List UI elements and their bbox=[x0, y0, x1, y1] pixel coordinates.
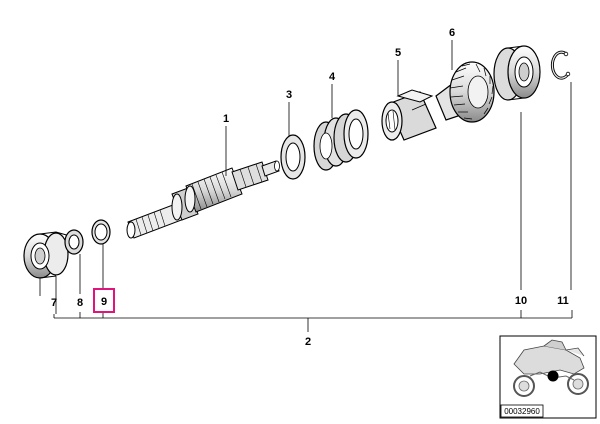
circlip-11[interactable] bbox=[550, 50, 571, 80]
callout-9-highlight-box bbox=[93, 288, 115, 313]
leader-lines bbox=[39, 40, 573, 332]
callout-5[interactable]: 5 bbox=[395, 47, 401, 59]
washer-8[interactable] bbox=[64, 229, 84, 255]
location-marker-icon bbox=[547, 370, 559, 382]
front-wheel-icon bbox=[513, 375, 535, 397]
callout-9[interactable]: 9 bbox=[101, 296, 107, 308]
bevel-pinion-gear-6[interactable] bbox=[435, 61, 495, 123]
ball-bearing-left[interactable] bbox=[23, 231, 71, 279]
output-shaft[interactable] bbox=[126, 160, 280, 239]
callout-4[interactable]: 4 bbox=[329, 71, 336, 83]
callout-11[interactable]: 11 bbox=[557, 295, 569, 307]
motorcycle-icon bbox=[513, 339, 585, 375]
callout-8[interactable]: 8 bbox=[77, 297, 83, 309]
callout-10[interactable]: 10 bbox=[515, 295, 527, 307]
callout-1[interactable]: 1 bbox=[223, 113, 229, 125]
thrust-washer-3[interactable] bbox=[280, 134, 306, 180]
callout-2[interactable]: 2 bbox=[305, 336, 311, 348]
shim-ring-9[interactable] bbox=[91, 219, 111, 245]
callout-6[interactable]: 6 bbox=[449, 27, 455, 39]
drive-flange-5[interactable] bbox=[381, 89, 437, 141]
cup-spring-pack-4[interactable] bbox=[313, 109, 369, 171]
motorcycle-location-thumbnail[interactable]: 00032960 bbox=[499, 335, 597, 419]
callout-3[interactable]: 3 bbox=[286, 89, 292, 101]
image-code-label: 00032960 bbox=[504, 407, 540, 416]
callout-7[interactable]: 7 bbox=[51, 297, 57, 309]
rear-wheel-icon bbox=[567, 373, 589, 395]
ball-bearing-right[interactable] bbox=[493, 45, 541, 101]
